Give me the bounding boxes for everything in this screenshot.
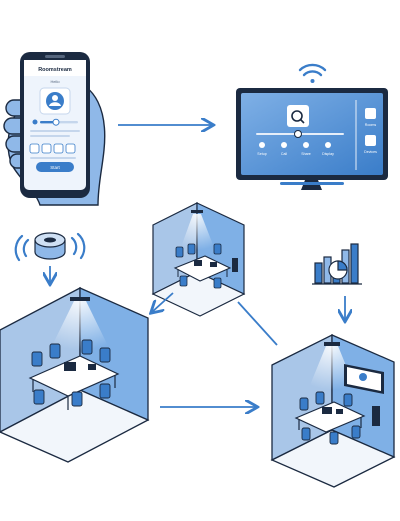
app-subtitle: Hello (50, 79, 60, 84)
wifi-icon (298, 63, 327, 83)
app-title: Roomstream (38, 67, 72, 73)
monitor-side-panel: Rooms Devices (364, 108, 377, 154)
start-button-label: Start (50, 165, 60, 170)
presentation-screen (344, 364, 384, 394)
user-avatar-icon (39, 87, 71, 115)
display-settings-icon (287, 105, 309, 127)
meeting-room-presentation (270, 333, 396, 488)
tile-label-2: Call (281, 152, 287, 156)
tile-label-3: Share (301, 152, 311, 156)
sound-wave-icon (14, 232, 86, 262)
tile-label-1: Setup (257, 152, 266, 156)
meeting-room-large (0, 286, 150, 463)
arrow-small-room-to-large (152, 292, 174, 312)
analytics-chart-icon (312, 243, 362, 285)
monitor-tiles: Setup Call Share Display (257, 142, 334, 156)
phone-slider[interactable] (32, 118, 79, 126)
phone-control-icons[interactable] (29, 143, 76, 154)
monitor-slider[interactable] (256, 130, 344, 138)
tile-label-4: Display (322, 152, 334, 156)
side-label-1: Rooms (365, 123, 377, 127)
display-monitor: Setup Call Share Display Rooms Devices (236, 88, 388, 190)
ceiling-speaker-icon (34, 232, 66, 260)
smartphone-in-hand: Roomstream Hello Start (3, 52, 106, 206)
start-button[interactable] (36, 162, 74, 172)
side-label-2: Devices (364, 150, 377, 154)
meeting-room-small (151, 202, 246, 317)
connector-small-to-right-room (237, 301, 278, 346)
